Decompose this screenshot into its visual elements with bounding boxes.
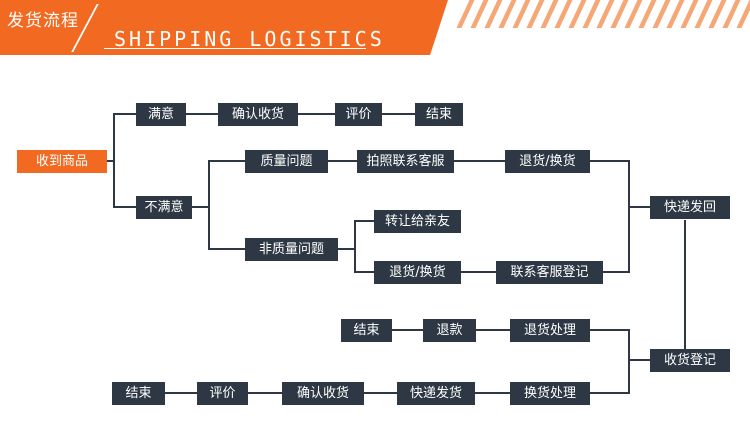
node-return-process: 退货处理 <box>510 319 590 342</box>
node-return-exchange-2: 退货/换货 <box>374 261 461 284</box>
node-receive-goods: 收到商品 <box>17 150 107 173</box>
node-confirm-receipt-2: 确认收货 <box>282 382 364 405</box>
node-quality-issue: 质量问题 <box>245 150 328 173</box>
node-return-exchange-1: 退货/换货 <box>505 150 590 173</box>
node-unsatisfied: 不满意 <box>136 196 192 219</box>
node-transfer-to-friend: 转让给亲友 <box>374 210 461 233</box>
node-end-2: 结束 <box>341 319 392 342</box>
node-end-1: 结束 <box>415 103 463 126</box>
node-contact-service-photo: 拍照联系客服 <box>357 150 454 173</box>
node-service-register: 联系客服登记 <box>496 261 603 284</box>
node-satisfied: 满意 <box>136 103 186 126</box>
node-refund: 退款 <box>423 319 476 342</box>
page-title-cn: 发货流程 <box>7 11 79 31</box>
banner-underline <box>104 48 366 49</box>
node-non-quality-issue: 非质量问题 <box>245 238 338 261</box>
header-banner: 发货流程 SHIPPING LOGISTICS <box>0 0 750 55</box>
node-end-3: 结束 <box>112 382 165 405</box>
node-express-return: 快递发回 <box>650 196 730 219</box>
node-express-ship: 快递发货 <box>397 382 475 405</box>
node-exchange-process: 换货处理 <box>510 382 590 405</box>
node-review-2: 评价 <box>197 382 248 405</box>
page-title-en: SHIPPING LOGISTICS <box>114 27 385 51</box>
node-review-1: 评价 <box>335 103 382 126</box>
node-receipt-register: 收货登记 <box>650 349 730 372</box>
node-confirm-receipt-1: 确认收货 <box>218 103 298 126</box>
